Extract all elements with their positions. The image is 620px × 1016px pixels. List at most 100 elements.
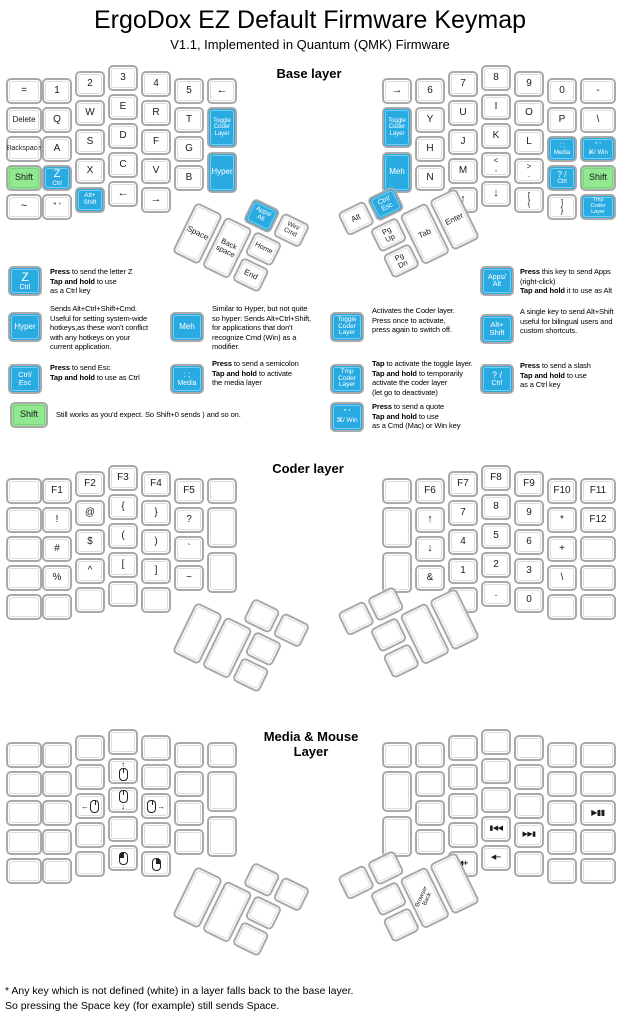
key-8: 8 xyxy=(481,494,511,520)
key-blank xyxy=(547,594,577,620)
key-blank xyxy=(580,742,616,768)
key-blank xyxy=(580,536,616,562)
key-blank xyxy=(244,894,283,932)
key-blank xyxy=(242,861,281,899)
key-equals: = xyxy=(6,78,42,104)
key-ctrl-esc: Ctrl/Esc xyxy=(366,185,405,223)
legend-tmp-coder-text: Tap to activate the toggle layer.Tap and… xyxy=(372,359,473,397)
key-period: . xyxy=(481,581,511,607)
legend-shift-text: Still works as you'd expect. So Shift+0 … xyxy=(56,410,241,419)
key-blank xyxy=(366,585,405,623)
key-brace-close: } xyxy=(141,500,171,526)
key-blank xyxy=(244,630,283,668)
key-bracket-open: [ xyxy=(108,552,138,578)
key-r: R xyxy=(141,100,171,126)
key-down-arrow: ↓ xyxy=(415,536,445,562)
key-2: 2 xyxy=(481,552,511,578)
key-blank xyxy=(415,829,445,855)
key-blank xyxy=(141,822,171,848)
legend-key-semicolon-media: : ;Media xyxy=(170,364,204,394)
key-right-arrow: → xyxy=(141,187,171,213)
key-tab: Tab xyxy=(399,202,451,266)
key-minus: - xyxy=(580,78,616,104)
key-b: B xyxy=(174,165,204,191)
key-v: V xyxy=(141,158,171,184)
key-6: 6 xyxy=(415,78,445,104)
key-o: O xyxy=(514,100,544,126)
key-win-cmd: Win/Cmd xyxy=(272,211,311,249)
key-blank xyxy=(580,858,616,884)
key-y: Y xyxy=(415,107,445,133)
key-hash: # xyxy=(42,536,72,562)
key-blank xyxy=(141,764,171,790)
key-blank xyxy=(207,816,237,857)
mouse-btn-right-icon xyxy=(151,857,161,871)
mouse-up-icon: ↑ xyxy=(118,761,128,781)
key-q: Q xyxy=(42,107,72,133)
key-blank xyxy=(448,587,478,613)
key-blank xyxy=(481,758,511,784)
key-blank xyxy=(481,787,511,813)
key-i: I xyxy=(481,94,511,120)
key-blank xyxy=(382,642,421,680)
key-semicolon-media: : ;Media xyxy=(547,136,577,162)
key-asterisk: * xyxy=(547,507,577,533)
key-p: P xyxy=(547,107,577,133)
legend-toggle-coder-text: Activates the Coder layer.Press once to … xyxy=(372,306,455,335)
key-backslash: \ xyxy=(547,565,577,591)
key-paren-open: ( xyxy=(108,523,138,549)
key-enter: Enter xyxy=(428,187,481,252)
key-question: ? xyxy=(174,507,204,533)
key-9: 9 xyxy=(514,500,544,526)
key-blank xyxy=(108,816,138,842)
key-blank xyxy=(369,880,408,918)
key-brace-open: { xyxy=(108,494,138,520)
legend-key-apps-alt: Apps/Alt xyxy=(480,266,514,296)
key-blank xyxy=(207,478,237,504)
key-bracket-close: ] xyxy=(141,558,171,584)
key-blank xyxy=(514,764,544,790)
key-blank xyxy=(448,822,478,848)
key-shift: Shift xyxy=(6,165,42,191)
key-left-arrow: ← xyxy=(108,181,138,207)
key-blank xyxy=(547,800,577,826)
key-blank xyxy=(6,800,42,826)
key-g: G xyxy=(174,136,204,162)
key-greater-period: >. xyxy=(514,158,544,184)
key-f5: F5 xyxy=(174,478,204,504)
key-blank xyxy=(514,793,544,819)
key-dollar: $ xyxy=(75,529,105,555)
key-f7: F7 xyxy=(448,471,478,497)
key-alt-shift: Alt+Shift xyxy=(75,187,105,213)
key-blank xyxy=(415,742,445,768)
key-4: 4 xyxy=(141,71,171,97)
key-backslash: \ xyxy=(580,107,616,133)
vol-down-icon: ◀− xyxy=(490,853,502,862)
key-blank xyxy=(448,735,478,761)
key-blank xyxy=(6,565,42,591)
key-blank xyxy=(171,865,224,930)
key-f2: F2 xyxy=(75,471,105,497)
key-blank xyxy=(42,829,72,855)
key-blank xyxy=(428,851,481,916)
key-caret: ^ xyxy=(75,558,105,584)
media-layer-title: Media & Mouse Layer xyxy=(263,729,359,759)
prev-track-icon: ▮◀◀ xyxy=(489,824,503,833)
key-next-track: ▶▶▮ xyxy=(514,822,544,848)
legend-key-quote-win: " '⌘/ Win xyxy=(330,402,364,432)
key-blank xyxy=(207,507,237,548)
key-delete: Delete xyxy=(6,107,42,133)
